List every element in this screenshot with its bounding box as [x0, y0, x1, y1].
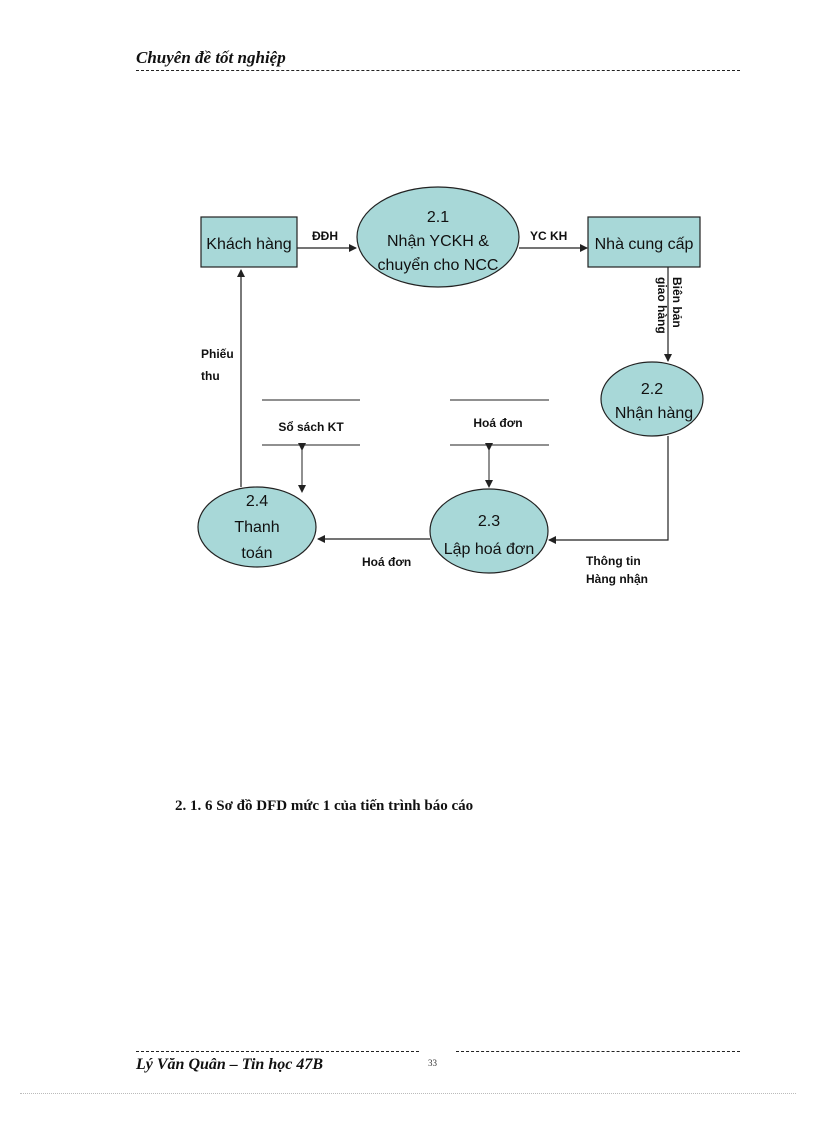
store-accounting: Sổ sách KT — [262, 399, 360, 446]
flow-received-arrow — [548, 436, 669, 544]
process-2-1-line2: chuyển cho NCC — [378, 256, 499, 274]
flow-receipt-label-1: Phiếu — [201, 347, 234, 361]
flow-delivery-label-2: giao hàng — [655, 277, 669, 334]
page-bottom-divider — [20, 1093, 796, 1094]
process-2-1: 2.1 Nhận YCKH & chuyển cho NCC — [356, 186, 520, 288]
process-2-1-line1: Nhận YCKH & — [387, 233, 489, 250]
process-2-2-line1: Nhận hàng — [615, 405, 693, 422]
entity-customer: Khách hàng — [200, 216, 298, 268]
footer-divider-left — [136, 1051, 419, 1052]
process-2-2: 2.2 Nhận hàng — [600, 361, 704, 437]
process-2-1-id: 2.1 — [427, 209, 449, 226]
footer-divider-right — [456, 1051, 740, 1052]
page-header-title: Chuyên đề tốt nghiệp — [136, 48, 286, 67]
store-invoice-label: Hoá đơn — [473, 416, 522, 430]
process-2-4: 2.4 Thanh toán — [197, 486, 317, 568]
process-2-3: 2.3 Lập hoá đơn — [429, 488, 549, 574]
footer-author: Lý Văn Quân – Tin học 47B — [136, 1056, 323, 1073]
entity-supplier: Nhà cung cấp — [587, 216, 701, 268]
process-2-4-line1: Thanh — [234, 519, 279, 536]
process-2-2-id: 2.2 — [641, 381, 663, 398]
flow-yckh-label: YC KH — [530, 229, 567, 243]
process-2-4-id: 2.4 — [246, 493, 268, 510]
process-2-3-id: 2.3 — [478, 513, 500, 530]
section-heading: 2. 1. 6 Sơ đồ DFD mức 1 của tiến trình b… — [175, 798, 474, 814]
store-invoice: Hoá đơn — [450, 399, 549, 446]
store-accounting-label: Sổ sách KT — [278, 420, 344, 434]
dfd-diagram: Khách hàng Nhà cung cấp 2.1 Nhận YCKH & … — [197, 186, 704, 586]
footer-page-number: 33 — [428, 1058, 437, 1068]
flow-received-label-2: Hàng nhận — [586, 572, 648, 586]
entity-customer-label: Khách hàng — [206, 236, 291, 253]
flow-delivery-label-1: Biên bản — [670, 277, 684, 328]
process-2-4-line2: toán — [241, 545, 272, 562]
header-divider — [136, 70, 740, 71]
flow-invoice-label: Hoá đơn — [362, 555, 411, 569]
flow-ddh-label: ĐĐH — [312, 229, 338, 243]
process-2-3-line1: Lập hoá đơn — [444, 541, 535, 558]
flow-receipt-label-2: thu — [201, 369, 220, 383]
entity-supplier-label: Nhà cung cấp — [595, 236, 694, 253]
flow-received-label-1: Thông tin — [586, 554, 641, 568]
